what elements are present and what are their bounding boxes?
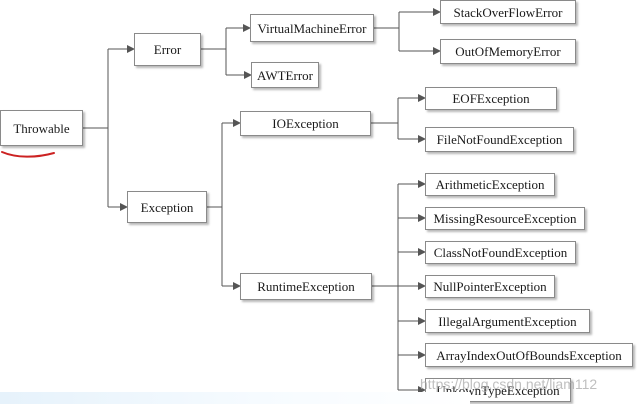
file-not-found-exception-node: FileNotFoundException — [425, 127, 574, 152]
awt-error-node: AWTError — [251, 62, 319, 88]
eof-exception-node: EOFException — [425, 87, 557, 110]
missing-resource-exception-node: MissingResourceException — [425, 207, 585, 230]
io-exception-node: IOException — [240, 111, 371, 136]
red-annotation-underline — [1, 151, 55, 158]
stack-overflow-error-node: StackOverFlowError — [440, 0, 576, 24]
class-not-found-exception-node: ClassNotFoundException — [425, 241, 576, 264]
illegal-argument-exception-node: IllegalArgumentException — [425, 309, 590, 333]
array-index-out-of-bounds-exception-node: ArrayIndexOutOfBoundsException — [425, 343, 633, 367]
error-node: Error — [134, 33, 201, 66]
runtime-exception-node: RuntimeException — [240, 273, 372, 300]
throwable-node: Throwable — [0, 110, 83, 146]
virtual-machine-error-node: VirtualMachineError — [250, 14, 374, 42]
bottom-band — [0, 392, 470, 404]
out-of-memory-error-node: OutOfMemoryError — [440, 39, 576, 64]
null-pointer-exception-node: NullPointerException — [425, 275, 555, 298]
arithmetic-exception-node: ArithmeticException — [425, 173, 555, 196]
exception-node: Exception — [127, 191, 207, 223]
